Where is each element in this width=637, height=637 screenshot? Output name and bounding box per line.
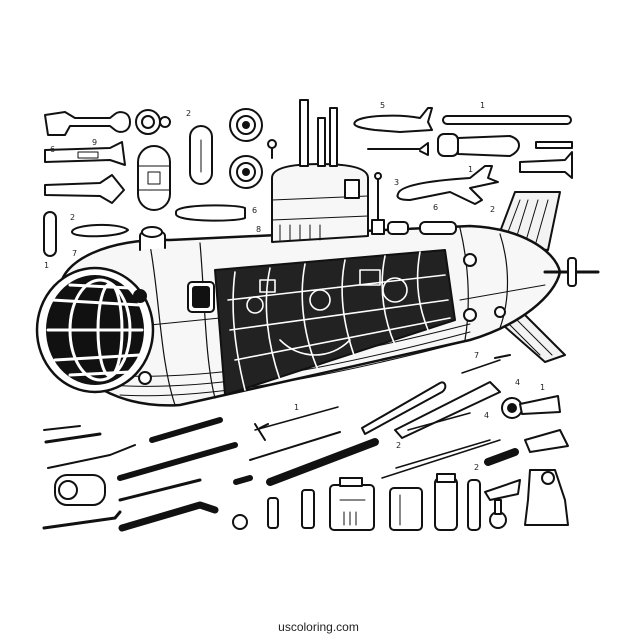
svg-text:1: 1 (468, 165, 473, 174)
svg-text:2: 2 (186, 109, 191, 118)
parts-top-right (353, 107, 573, 205)
svg-text:1: 1 (480, 101, 485, 110)
svg-text:2: 2 (474, 463, 479, 472)
submarine (35, 99, 600, 407)
svg-text:2: 2 (396, 441, 401, 450)
svg-text:6: 6 (50, 145, 55, 154)
svg-text:8: 8 (256, 225, 261, 234)
parts-top-left (43, 108, 277, 257)
svg-text:7: 7 (72, 249, 77, 258)
svg-text:4: 4 (515, 378, 520, 387)
svg-text:4: 4 (484, 411, 489, 420)
svg-text:1: 1 (44, 261, 49, 270)
watermark: uscoloring.com (278, 620, 359, 634)
svg-text:1: 1 (540, 383, 545, 392)
svg-text:5: 5 (380, 101, 385, 110)
svg-text:9: 9 (92, 138, 97, 147)
svg-text:6: 6 (252, 206, 257, 215)
parts-bottom (42, 354, 569, 532)
svg-text:6: 6 (433, 203, 438, 212)
svg-text:7: 7 (474, 351, 479, 360)
svg-text:2: 2 (490, 205, 495, 214)
svg-text:2: 2 (70, 213, 75, 222)
part-number-labels: 2 6 9 2 6 8 7 1 5 1 3 1 6 2 1 7 4 1 4 2 … (44, 101, 545, 472)
svg-text:1: 1 (294, 403, 299, 412)
svg-text:3: 3 (394, 178, 399, 187)
